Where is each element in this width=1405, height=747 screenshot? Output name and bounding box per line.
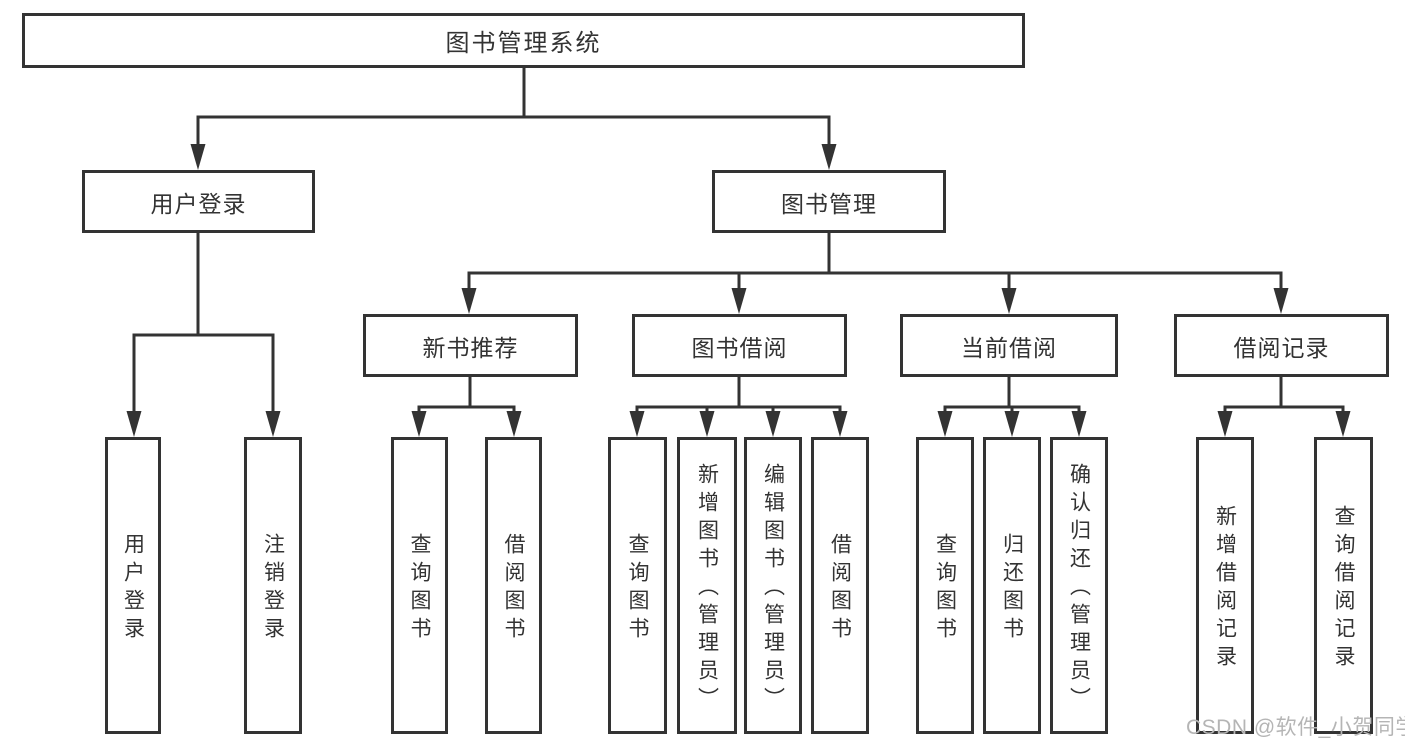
leaf-add-borrow-record: 新增借阅记录 [1196, 437, 1254, 734]
node-label: 查询借阅记录 [1332, 504, 1355, 673]
leaf-confirm-return-admin: 确认归还（管理员） [1050, 437, 1108, 734]
node-user-login: 用户登录 [82, 170, 315, 233]
node-label: 查询图书 [408, 532, 431, 645]
node-label: 新增图书（管理员） [695, 462, 719, 715]
node-label: 归还图书 [1000, 532, 1024, 645]
node-label: 借阅记录 [1233, 334, 1330, 361]
node-label: 注销登录 [261, 532, 285, 645]
node-root: 图书管理系统 [22, 13, 1025, 68]
leaf-borrow-book: 借阅图书 [811, 437, 869, 734]
node-label: 确认归还（管理员） [1067, 462, 1091, 715]
leaf-query-book-recommend: 查询图书 [391, 437, 448, 734]
node-label: 查询图书 [626, 532, 649, 645]
leaf-return-book: 归还图书 [983, 437, 1041, 734]
node-label: 查询图书 [933, 532, 957, 645]
leaf-user-login: 用户登录 [105, 437, 161, 734]
watermark: CSDN @软件_小贺同学 [1186, 716, 1405, 739]
node-label: 借阅图书 [828, 532, 852, 645]
leaf-query-book-current: 查询图书 [916, 437, 974, 734]
node-label: 编辑图书（管理员） [761, 462, 785, 715]
node-label: 图书管理系统 [445, 30, 602, 57]
arrowheads [126, 144, 1351, 437]
node-label: 用户登录 [150, 190, 247, 217]
node-label: 图书管理 [781, 190, 877, 217]
node-label: 借阅图书 [502, 532, 525, 645]
node-label: 新增借阅记录 [1213, 504, 1237, 673]
node-borrow-record: 借阅记录 [1174, 314, 1389, 377]
node-label: 图书借阅 [691, 334, 788, 361]
node-new-book-recommend: 新书推荐 [363, 314, 578, 377]
leaf-query-book-borrow: 查询图书 [608, 437, 667, 734]
leaf-add-book-admin: 新增图书（管理员） [677, 437, 737, 734]
node-book-borrow: 图书借阅 [632, 314, 847, 377]
node-label: 当前借阅 [961, 334, 1057, 361]
leaf-edit-book-admin: 编辑图书（管理员） [744, 437, 802, 734]
leaf-logout: 注销登录 [244, 437, 302, 734]
node-current-borrow: 当前借阅 [900, 314, 1118, 377]
node-label: 新书推荐 [422, 334, 519, 361]
node-label: 用户登录 [121, 532, 145, 645]
leaf-query-borrow-record: 查询借阅记录 [1314, 437, 1373, 734]
node-book-management: 图书管理 [712, 170, 946, 233]
leaf-borrow-book-recommend: 借阅图书 [485, 437, 542, 734]
